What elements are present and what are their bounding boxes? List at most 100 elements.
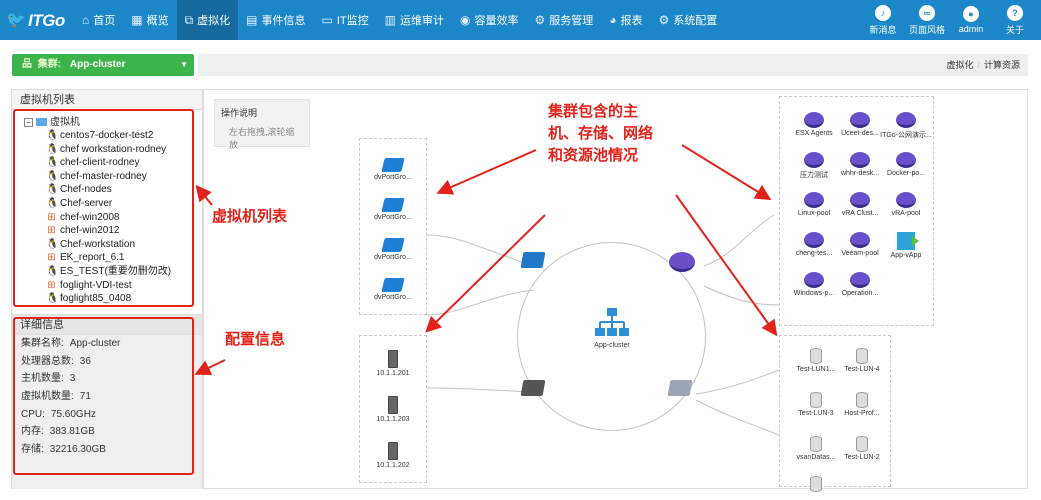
nav-item-label: 服务管理 [549,15,594,27]
vm-list-item[interactable]: 🐧chef-client-rodney [24,156,202,170]
pool-node[interactable]: vRA-pool [874,192,938,217]
sub-toolbar: 品 集群: App-cluster ▼ 虚拟化/计算资源 [0,40,1041,89]
nav-item-2[interactable]: ⧉虚拟化 [176,0,239,40]
vm-list-item[interactable]: ⊞foglight-VDI-test [24,279,202,293]
collapse-toggle-icon[interactable]: − [24,117,33,127]
nav-item-3[interactable]: ▤事件信息 [238,0,313,40]
host-node-label: 10.1.1.202 [376,462,410,469]
logo[interactable]: 🐦 ITGo [6,8,72,32]
detail-label: 存储: [21,444,44,456]
host-node[interactable]: 10.1.1.201 [361,350,425,377]
vm-list-item[interactable]: 🐧ES_TEST(重要勿删勿改) [24,265,202,279]
nav-item-8[interactable]: ◕报表 [601,0,650,40]
pool-node[interactable]: Uceet-des... [828,112,892,137]
host-node[interactable]: 10.1.1.202 [361,442,425,469]
pool-node-label: ITGo-公网演示... [880,132,932,139]
datastore-node[interactable]: Test-LUN1... [784,348,848,373]
vm-list-item[interactable]: ⊞chef-win2012 [24,224,202,238]
detail-label: CPU: [21,408,45,420]
vm-list-item[interactable]: 🐧Chef-server [24,197,202,211]
home-icon: ⌂ [82,13,90,27]
resource-pool-icon [850,192,870,208]
datastore-node[interactable]: vsanDatas... [784,436,848,461]
pool-node-label: vRA Clust... [841,210,879,217]
pool-node[interactable]: ESX Agents [782,112,846,137]
network-node[interactable]: dvPortGro... [361,198,425,221]
pool-node[interactable]: whhr-desk... [828,152,892,177]
vm-list-item[interactable]: 🐧Chef-workstation [24,238,202,252]
datastore-node-label: Test-LUN-4 [844,366,880,373]
detail-label: 虚拟机数量: [21,391,74,403]
pool-node[interactable]: 压力测试 [782,152,846,180]
pool-node[interactable]: vRA Clust... [828,192,892,217]
breadcrumb-item-virtualization[interactable]: 虚拟化 [946,60,974,70]
tree-root[interactable]: −虚拟机 [24,117,202,129]
vm-list-item[interactable]: 🐧chef-master-rodney [24,170,202,184]
pool-node[interactable]: ITGo-公网演示... [874,112,938,140]
nav-item-label: 系统配置 [673,15,718,27]
linux-icon: 🐧 [46,197,59,209]
vm-tree[interactable]: −虚拟机 🐧centos7-docker-test2🐧chef workstat… [12,111,202,311]
datastore-node[interactable]: Host-Prof... [830,392,894,417]
nav-item-0[interactable]: ⌂首页 [74,0,123,40]
pool-node[interactable]: App-vApp [874,232,938,259]
header-tool-0[interactable]: ♪新消息 [861,0,905,40]
datastore-node-partial[interactable] [784,476,848,494]
nav-item-5[interactable]: ▥运维审计 [377,0,452,40]
vm-list-item[interactable]: 🐧Chef-nodes [24,183,202,197]
pool-node[interactable]: cheng-tes... [782,232,846,257]
resource-pool-hub-icon[interactable] [669,252,703,276]
nav-item-9[interactable]: ⚙系统配置 [650,0,725,40]
breadcrumb-separator: / [977,60,980,70]
vm-list-item[interactable]: 🐧foglight85_0408 [24,292,202,306]
vm-list-item[interactable]: 🐧centos7-docker-test2 [24,129,202,143]
windows-icon: ⊞ [47,252,56,264]
vm-list-item[interactable]: 🐧chef workstation-rodney [24,143,202,157]
datastore-node-label: Test-LUN1... [796,366,836,373]
vm-name: centos7-docker-test2 [60,130,154,141]
vm-list-item[interactable]: ⊞chef-win2008 [24,211,202,225]
nav-item-1[interactable]: ▦概览 [123,0,176,40]
vapp-icon [897,232,919,250]
header-tool-1[interactable]: ∞页面风格 [905,0,949,40]
pool-node[interactable]: Windows-p... [782,272,846,297]
server-icon [388,350,398,368]
datastore-node[interactable]: Test-LUN-3 [784,392,848,417]
network-switch-icon [381,158,405,172]
pool-node[interactable]: Operation... [828,272,892,297]
datastore-node[interactable]: Test-LUN-4 [830,348,894,373]
network-node[interactable]: dvPortGro... [361,278,425,301]
network-hub-icon[interactable] [520,252,556,276]
user-icon: ● [963,6,979,22]
network-node[interactable]: dvPortGro... [361,238,425,261]
network-node[interactable]: dvPortGro... [361,158,425,181]
vm-name: chef-master-rodney [60,170,147,182]
storage-hub-icon[interactable] [667,380,703,404]
header-tool-label: 页面风格 [908,24,945,35]
header-tool-3[interactable]: ?关于 [993,0,1037,40]
network-node-label: dvPortGro... [374,174,412,181]
main-nav: ⌂首页▦概览⧉虚拟化▤事件信息▭IT监控▥运维审计◉容量效率⚙服务管理◕报表⚙系… [74,0,725,40]
header-tool-2[interactable]: ●admin [949,0,993,40]
pool-node[interactable]: Docker-po... [874,152,938,177]
host-node[interactable]: 10.1.1.203 [361,396,425,423]
cluster-select[interactable]: 品 集群: App-cluster ▼ [12,54,194,76]
nav-item-label: 概览 [146,15,169,27]
datastore-icon [810,348,822,364]
datastore-node[interactable]: Test-LUN-2 [830,436,894,461]
detail-value: App-cluster [69,338,121,349]
pool-node[interactable]: Veeam-pool [828,232,892,257]
host-hub-icon[interactable] [520,380,556,404]
nav-item-7[interactable]: ⚙服务管理 [526,0,601,40]
vm-list-item[interactable]: ⊞ EK_report_6.1 [24,251,202,265]
vm-name: EK_report_6.1 [60,252,125,264]
datastore-node-label: Test-LUN-3 [798,410,834,417]
pool-node-label: cheng-tes... [795,250,833,257]
pool-node[interactable]: Linux-pool [782,192,846,217]
cluster-center-node[interactable]: App-cluster [582,308,642,349]
nav-item-6[interactable]: ◉容量效率 [452,0,526,40]
nav-item-4[interactable]: ▭IT监控 [314,0,377,40]
network-switch-icon [381,238,405,252]
detail-title: 详细信息 [12,315,202,335]
topology-canvas[interactable]: 操作说明 左右拖拽,滚轮缩放 App-cluster dvPortGro...d… [203,89,1028,492]
